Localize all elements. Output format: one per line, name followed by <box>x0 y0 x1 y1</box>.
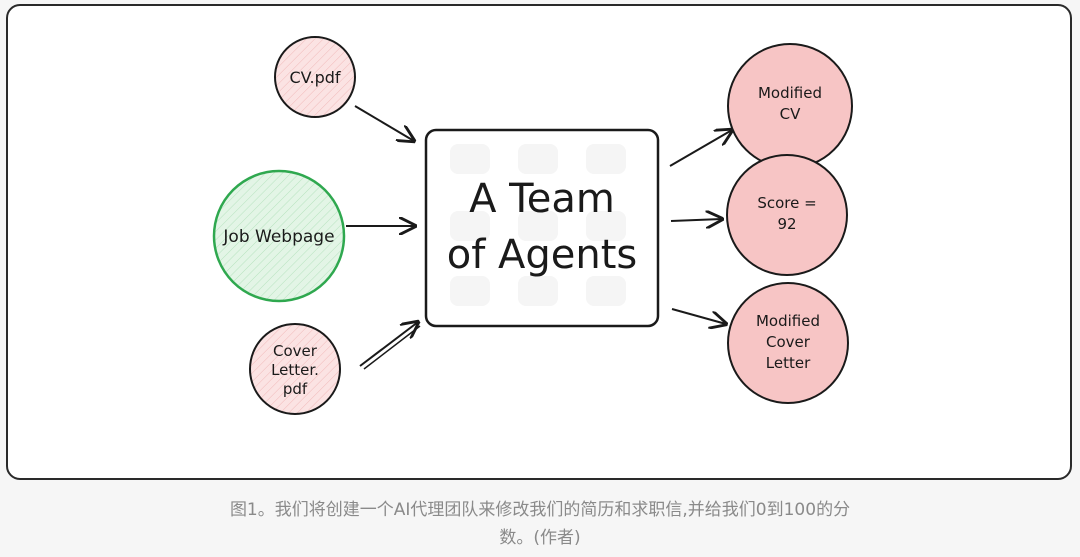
output-cover-node: Modified Cover Letter <box>727 282 849 404</box>
output-cover-line2: Cover <box>766 333 811 351</box>
arrow-agents-to-cover <box>671 308 726 324</box>
output-score-node: Score = 92 <box>726 154 848 276</box>
input-cover-line3: pdf <box>283 380 308 398</box>
diagram-frame: CV.pdf Job Webpage Cover Letter. pdf <box>6 4 1072 480</box>
output-score-line1: Score = <box>757 194 816 212</box>
arrow-cv-to-agents <box>354 105 414 141</box>
input-cover-line2: Letter. <box>271 361 319 379</box>
output-score-line2: 92 <box>777 215 796 233</box>
arrow-cover-to-agents <box>359 322 418 367</box>
output-cover-line3: Letter <box>766 354 811 372</box>
arrow-cover-to-agents-stroke2 <box>363 325 421 370</box>
agents-title-line1: A Team <box>469 176 615 222</box>
agents-title-line2: of Agents <box>447 232 638 278</box>
input-cover-line1: Cover <box>273 342 318 360</box>
input-cv-label: CV.pdf <box>289 68 340 87</box>
caption-line1: 图1。我们将创建一个AI代理团队来修改我们的简历和求职信,并给我们0到100的分 <box>229 500 851 520</box>
output-cv-node: Modified CV <box>727 43 853 169</box>
input-job-node: Job Webpage <box>212 169 346 303</box>
input-job-label: Job Webpage <box>222 227 334 247</box>
output-cover-line1: Modified <box>756 312 820 330</box>
input-cv-node: CV.pdf <box>274 36 356 118</box>
input-cover-node: Cover Letter. pdf <box>249 323 341 415</box>
output-cv-line1: Modified <box>758 84 822 102</box>
robot-watermark-grid <box>450 144 626 306</box>
arrow-agents-to-cv <box>669 130 732 167</box>
output-cv-line2: CV <box>780 105 801 123</box>
diagram-canvas: CV.pdf Job Webpage Cover Letter. pdf <box>212 36 853 415</box>
agents-box: A Team of Agents <box>424 128 660 328</box>
figure-caption: 图1。我们将创建一个AI代理团队来修改我们的简历和求职信,并给我们0到100的分… <box>0 496 1080 552</box>
arrow-agents-to-score <box>670 219 722 221</box>
caption-line2: 数。(作者) <box>499 528 581 548</box>
